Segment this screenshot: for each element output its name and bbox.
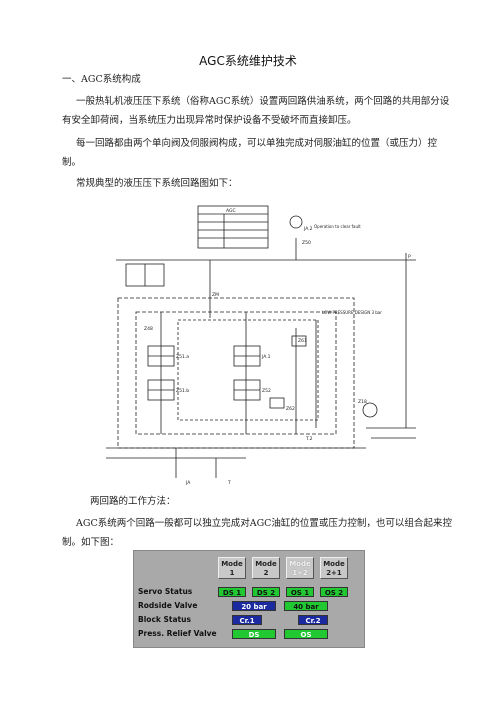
servo-ds1-status: DS 1 <box>218 587 246 597</box>
mode-2-1-button[interactable]: Mode 2+1 <box>320 557 348 579</box>
block-status-label: Block Status <box>138 615 191 624</box>
svg-text:JA.2: JA.2 <box>303 226 313 232</box>
svg-text:P: P <box>408 254 411 260</box>
servo-os1-status: OS 1 <box>286 587 314 597</box>
svg-text:Z51.a: Z51.a <box>176 354 189 360</box>
svg-text:LOW PRESSURE DESIGN 3 bar: LOW PRESSURE DESIGN 3 bar <box>322 310 382 315</box>
rodside-20bar: 20 bar <box>232 601 276 611</box>
svg-text:JA: JA <box>185 480 191 486</box>
svg-text:Z48: Z48 <box>144 326 153 332</box>
svg-text:Z52: Z52 <box>262 388 271 394</box>
paragraph-4: 两回路的工作方法： <box>90 496 176 507</box>
mode-1-2-button[interactable]: Mode 1+2 <box>286 557 314 579</box>
paragraph-3: 常规典型的液压压下系统回路图如下： <box>76 178 238 189</box>
svg-text:Z18: Z18 <box>358 399 367 405</box>
paragraph-5: AGC系统两个回路一般都可以独立完成对AGC油缸的位置或压力控制，也可以组合起来… <box>62 518 452 548</box>
svg-text:JA.1: JA.1 <box>261 354 271 360</box>
svg-text:Z51.b: Z51.b <box>176 388 189 394</box>
servo-ds2-status: DS 2 <box>252 587 280 597</box>
svg-text:T: T <box>227 480 231 486</box>
svg-text:AGC: AGC <box>226 208 236 214</box>
relief-os: OS <box>284 629 328 639</box>
block-cr2: Cr.2 <box>298 615 328 625</box>
rodside-40bar: 40 bar <box>284 601 328 611</box>
svg-text:ZM: ZM <box>212 292 219 298</box>
hydraulic-schematic: AGC JA.2 Z50 Z48 Z51.a Z51.b JA.1 Z52 Z6… <box>106 205 416 486</box>
servo-status-label: Servo Status <box>138 587 193 596</box>
block-cr1: Cr.1 <box>232 615 262 625</box>
servo-os2-status: OS 2 <box>320 587 348 597</box>
mode-2-button[interactable]: Mode 2 <box>252 557 280 579</box>
svg-text:Operation to clear fault: Operation to clear fault <box>314 224 361 229</box>
document-title: AGC系统维护技术 <box>199 54 297 68</box>
agc-control-panel: Mode 1 Mode 2 Mode 1+2 Mode 2+1 Servo St… <box>133 550 365 648</box>
svg-text:T.2: T.2 <box>305 436 313 442</box>
svg-text:Z61: Z61 <box>298 338 307 344</box>
svg-text:Z62: Z62 <box>286 406 295 412</box>
paragraph-1: 一般热轧机液压压下系统（俗称AGC系统）设置两回路供油系统，两个回路的共用部分设… <box>62 96 450 126</box>
relief-ds: DS <box>232 629 276 639</box>
paragraph-2: 每一回路都由两个单向阀及伺服阀构成，可以单独完成对伺服油缸的位置（或压力）控制。 <box>62 138 438 168</box>
svg-text:Z50: Z50 <box>302 240 311 246</box>
section-heading: 一、AGC系统构成 <box>62 74 141 85</box>
rodside-valve-label: Rodside Valve <box>138 601 198 610</box>
press-relief-valve-label: Press. Relief Valve <box>138 629 217 638</box>
mode-1-button[interactable]: Mode 1 <box>218 557 246 579</box>
